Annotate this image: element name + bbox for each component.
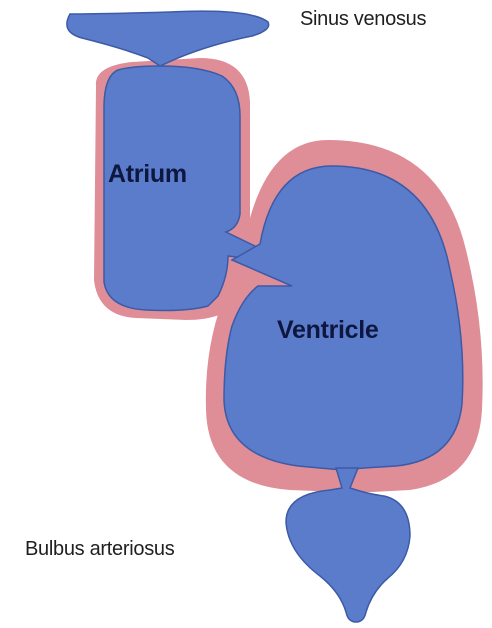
bulbus-arteriosus-shape (286, 468, 410, 622)
sinus-venosus-shape (67, 11, 269, 66)
label-atrium: Atrium (108, 160, 187, 189)
label-ventricle: Ventricle (277, 316, 379, 345)
label-sinus-venosus: Sinus venosus (300, 8, 426, 31)
label-bulbus-arteriosus: Bulbus arteriosus (25, 538, 174, 561)
